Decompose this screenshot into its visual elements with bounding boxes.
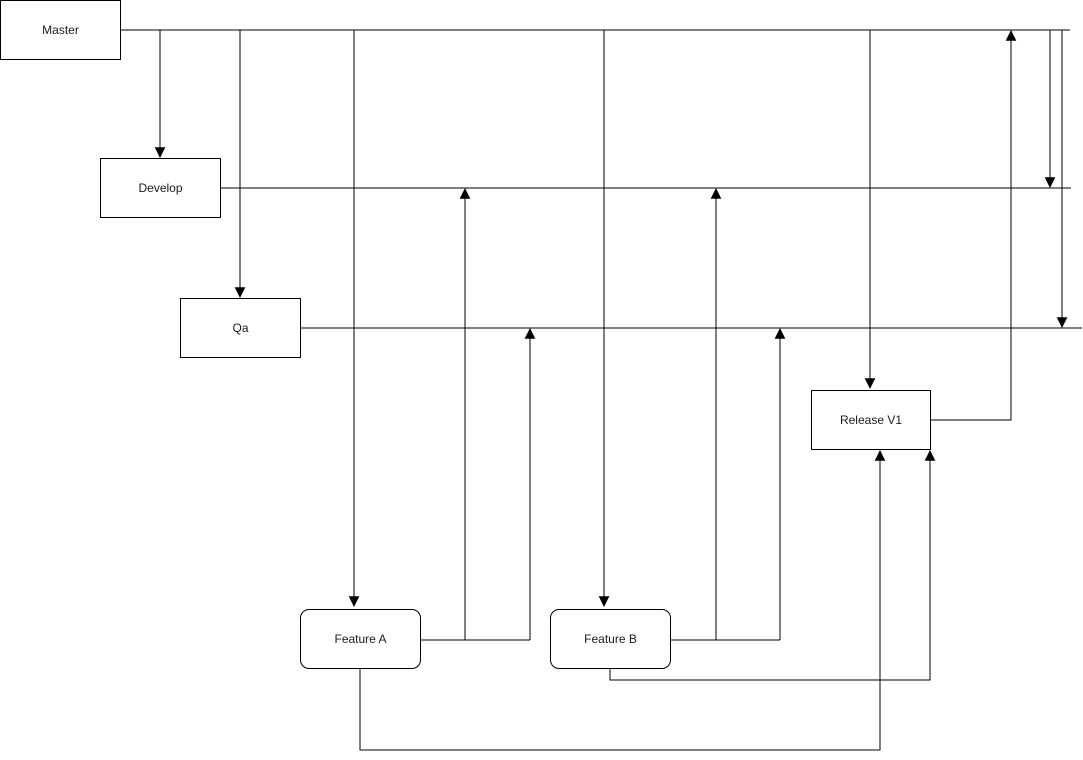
edge-feature-a-to-release-v1[interactable] (359, 452, 880, 751)
node-master-label: Master (42, 23, 79, 37)
node-feature-a-label: Feature A (334, 632, 387, 646)
node-qa-label: Qa (232, 321, 249, 335)
node-develop[interactable]: Develop (100, 158, 221, 218)
edge-feature-b-to-release-v1[interactable] (609, 452, 930, 681)
node-feature-a[interactable]: Feature A (300, 609, 421, 669)
node-master[interactable]: Master (0, 0, 121, 60)
node-feature-b-label: Feature B (584, 632, 637, 646)
node-develop-label: Develop (138, 181, 183, 195)
node-release-v1-label: Release V1 (839, 413, 903, 427)
node-feature-b[interactable]: Feature B (550, 609, 671, 669)
edge-release-v1-to-master[interactable] (931, 32, 1011, 421)
node-release-v1[interactable]: Release V1 (811, 390, 931, 450)
node-qa[interactable]: Qa (180, 298, 301, 358)
